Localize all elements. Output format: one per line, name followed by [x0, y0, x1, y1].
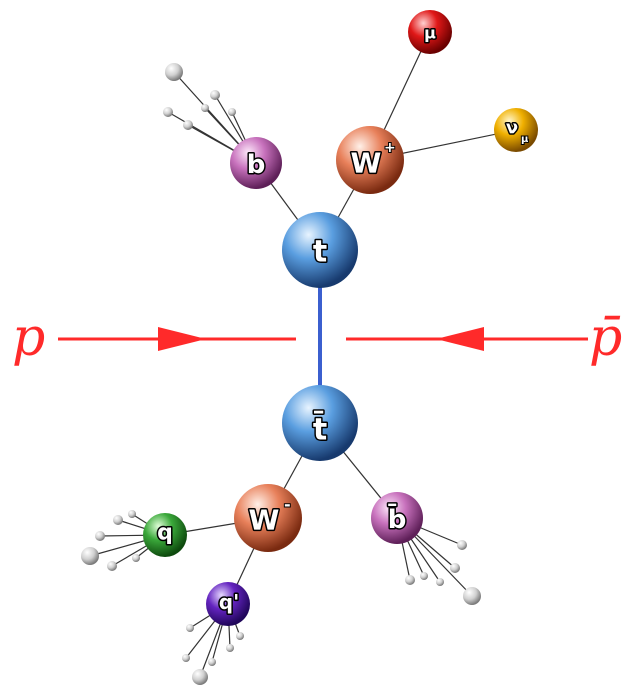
hadron-icon: [113, 515, 123, 525]
beam-left-arrow-icon: [158, 327, 206, 351]
hadron-icon: [420, 572, 428, 580]
neutrino-subscript-label: μ: [521, 134, 529, 145]
hadron-icon: [81, 547, 99, 565]
hadron-icon: [210, 90, 220, 100]
neutrino: ν μ: [494, 108, 538, 152]
b-quark: b: [230, 137, 282, 189]
antitop-quark-label: t̄: [313, 411, 327, 447]
hadron-icon: [463, 587, 481, 605]
hadron-icon: [450, 563, 460, 573]
bbar-quark: b̄: [371, 492, 423, 544]
hadron-icon: [95, 531, 105, 541]
qprime-quark-label: q': [219, 590, 239, 614]
top-quark: t: [282, 212, 358, 288]
hadron-icon: [182, 654, 190, 662]
hadron-icon: [192, 669, 208, 685]
hadron-icon: [208, 658, 216, 666]
hadron-icon: [186, 624, 194, 632]
muon: μ: [408, 10, 452, 54]
w-minus-boson: W -: [234, 484, 302, 552]
muon-label: μ: [424, 24, 436, 43]
w-minus-label: W: [249, 504, 280, 537]
hadron-icon: [183, 120, 193, 130]
beam-right: [346, 327, 588, 351]
hadron-icon: [236, 632, 244, 640]
proton-label: p: [12, 308, 45, 368]
beam-right-arrow-icon: [436, 327, 484, 351]
q-quark: q: [143, 513, 187, 557]
hadron-icon: [436, 578, 444, 586]
antitop-quark: t̄: [282, 385, 358, 461]
hadron-icon: [201, 104, 209, 112]
antiproton-label: p̄: [589, 308, 622, 368]
hadron-icon: [128, 510, 136, 518]
beam-left: [58, 327, 296, 351]
qprime-quark: q': [206, 582, 250, 626]
w-plus-boson: W +: [336, 126, 404, 194]
bbar-quark-label: b̄: [388, 502, 407, 535]
neutrino-label: ν: [506, 118, 518, 139]
w-plus-label: W: [351, 147, 382, 180]
top-quark-label: t: [313, 235, 327, 270]
w-minus-charge-label: -: [284, 495, 291, 514]
hadron-icon: [165, 63, 183, 81]
w-plus-charge-label: +: [384, 140, 396, 156]
hadron-icon: [163, 107, 173, 117]
hadron-icon: [405, 575, 415, 585]
hadron-icon: [107, 561, 117, 571]
hadron-icon: [226, 644, 234, 652]
hadron-icon: [228, 108, 236, 116]
b-quark-label: b: [247, 150, 266, 180]
hadron-icon: [457, 540, 467, 550]
hadron-icon: [132, 554, 140, 562]
q-quark-label: q: [157, 521, 173, 546]
